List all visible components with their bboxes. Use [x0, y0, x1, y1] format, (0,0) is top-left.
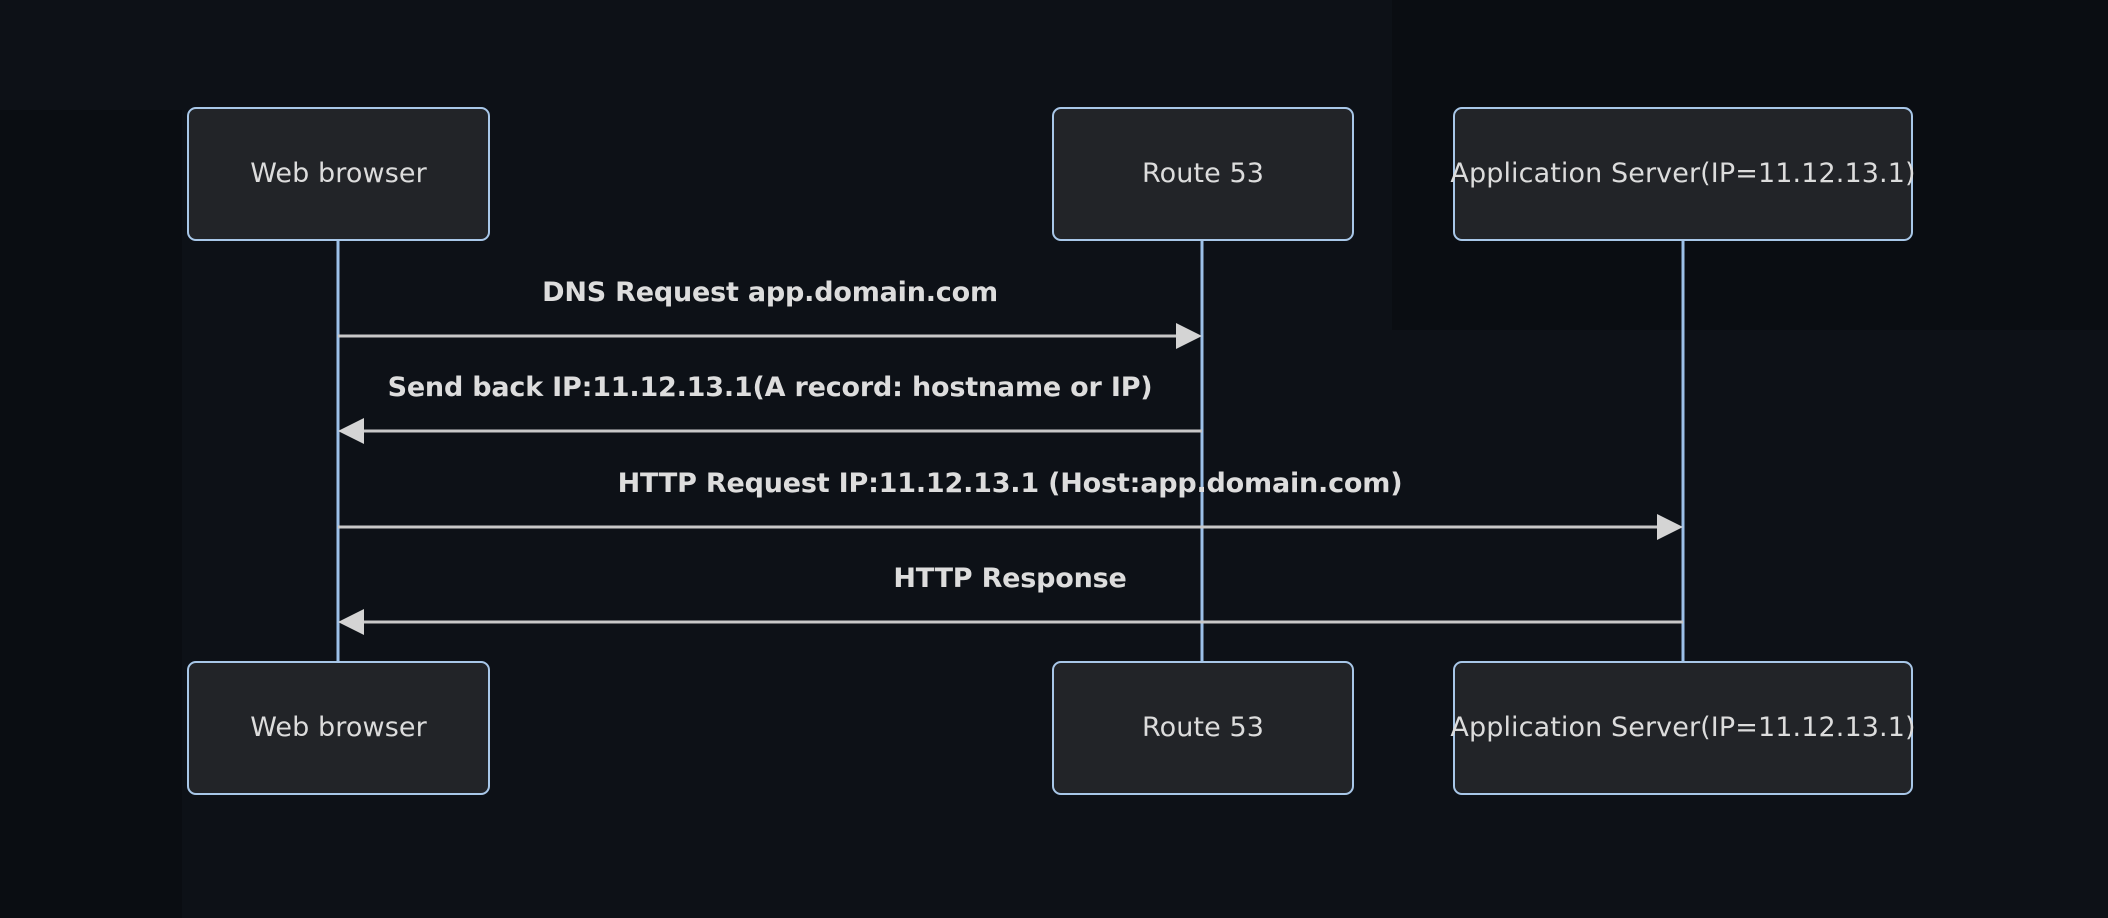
arrowhead-2: [338, 418, 364, 444]
message-label-http-request: HTTP Request IP:11.12.13.1 (Host:app.dom…: [617, 468, 1403, 499]
participant-box-route-53-top[interactable]: Route 53: [1052, 107, 1354, 241]
arrowhead-3: [1657, 514, 1683, 540]
participant-label: Route 53: [1141, 157, 1265, 189]
message-arrow-group: [338, 323, 1683, 635]
participant-label: Web browser: [250, 711, 427, 743]
participant-label: Application Server(IP=11.12.13.1): [1450, 157, 1916, 189]
participant-label: Route 53: [1141, 711, 1265, 743]
participant-box-web-browser-bottom[interactable]: Web browser: [187, 661, 490, 795]
participant-box-application-server-bottom[interactable]: Application Server(IP=11.12.13.1): [1450, 661, 1916, 795]
arrowhead-4: [338, 609, 364, 635]
message-label-send-back-ip: Send back IP:11.12.13.1(A record: hostna…: [387, 372, 1153, 403]
participant-box-route-53-bottom[interactable]: Route 53: [1052, 661, 1354, 795]
participant-box-application-server-top[interactable]: Application Server(IP=11.12.13.1): [1450, 107, 1916, 241]
lifeline-group: [336, 241, 1685, 661]
participant-box-web-browser-top[interactable]: Web browser: [187, 107, 490, 241]
participant-label: Application Server(IP=11.12.13.1): [1450, 711, 1916, 743]
message-label-http-response: HTTP Response: [893, 563, 1127, 594]
message-label-dns-request: DNS Request app.domain.com: [542, 277, 998, 308]
arrowhead-1: [1176, 323, 1202, 349]
participant-label: Web browser: [250, 157, 427, 189]
